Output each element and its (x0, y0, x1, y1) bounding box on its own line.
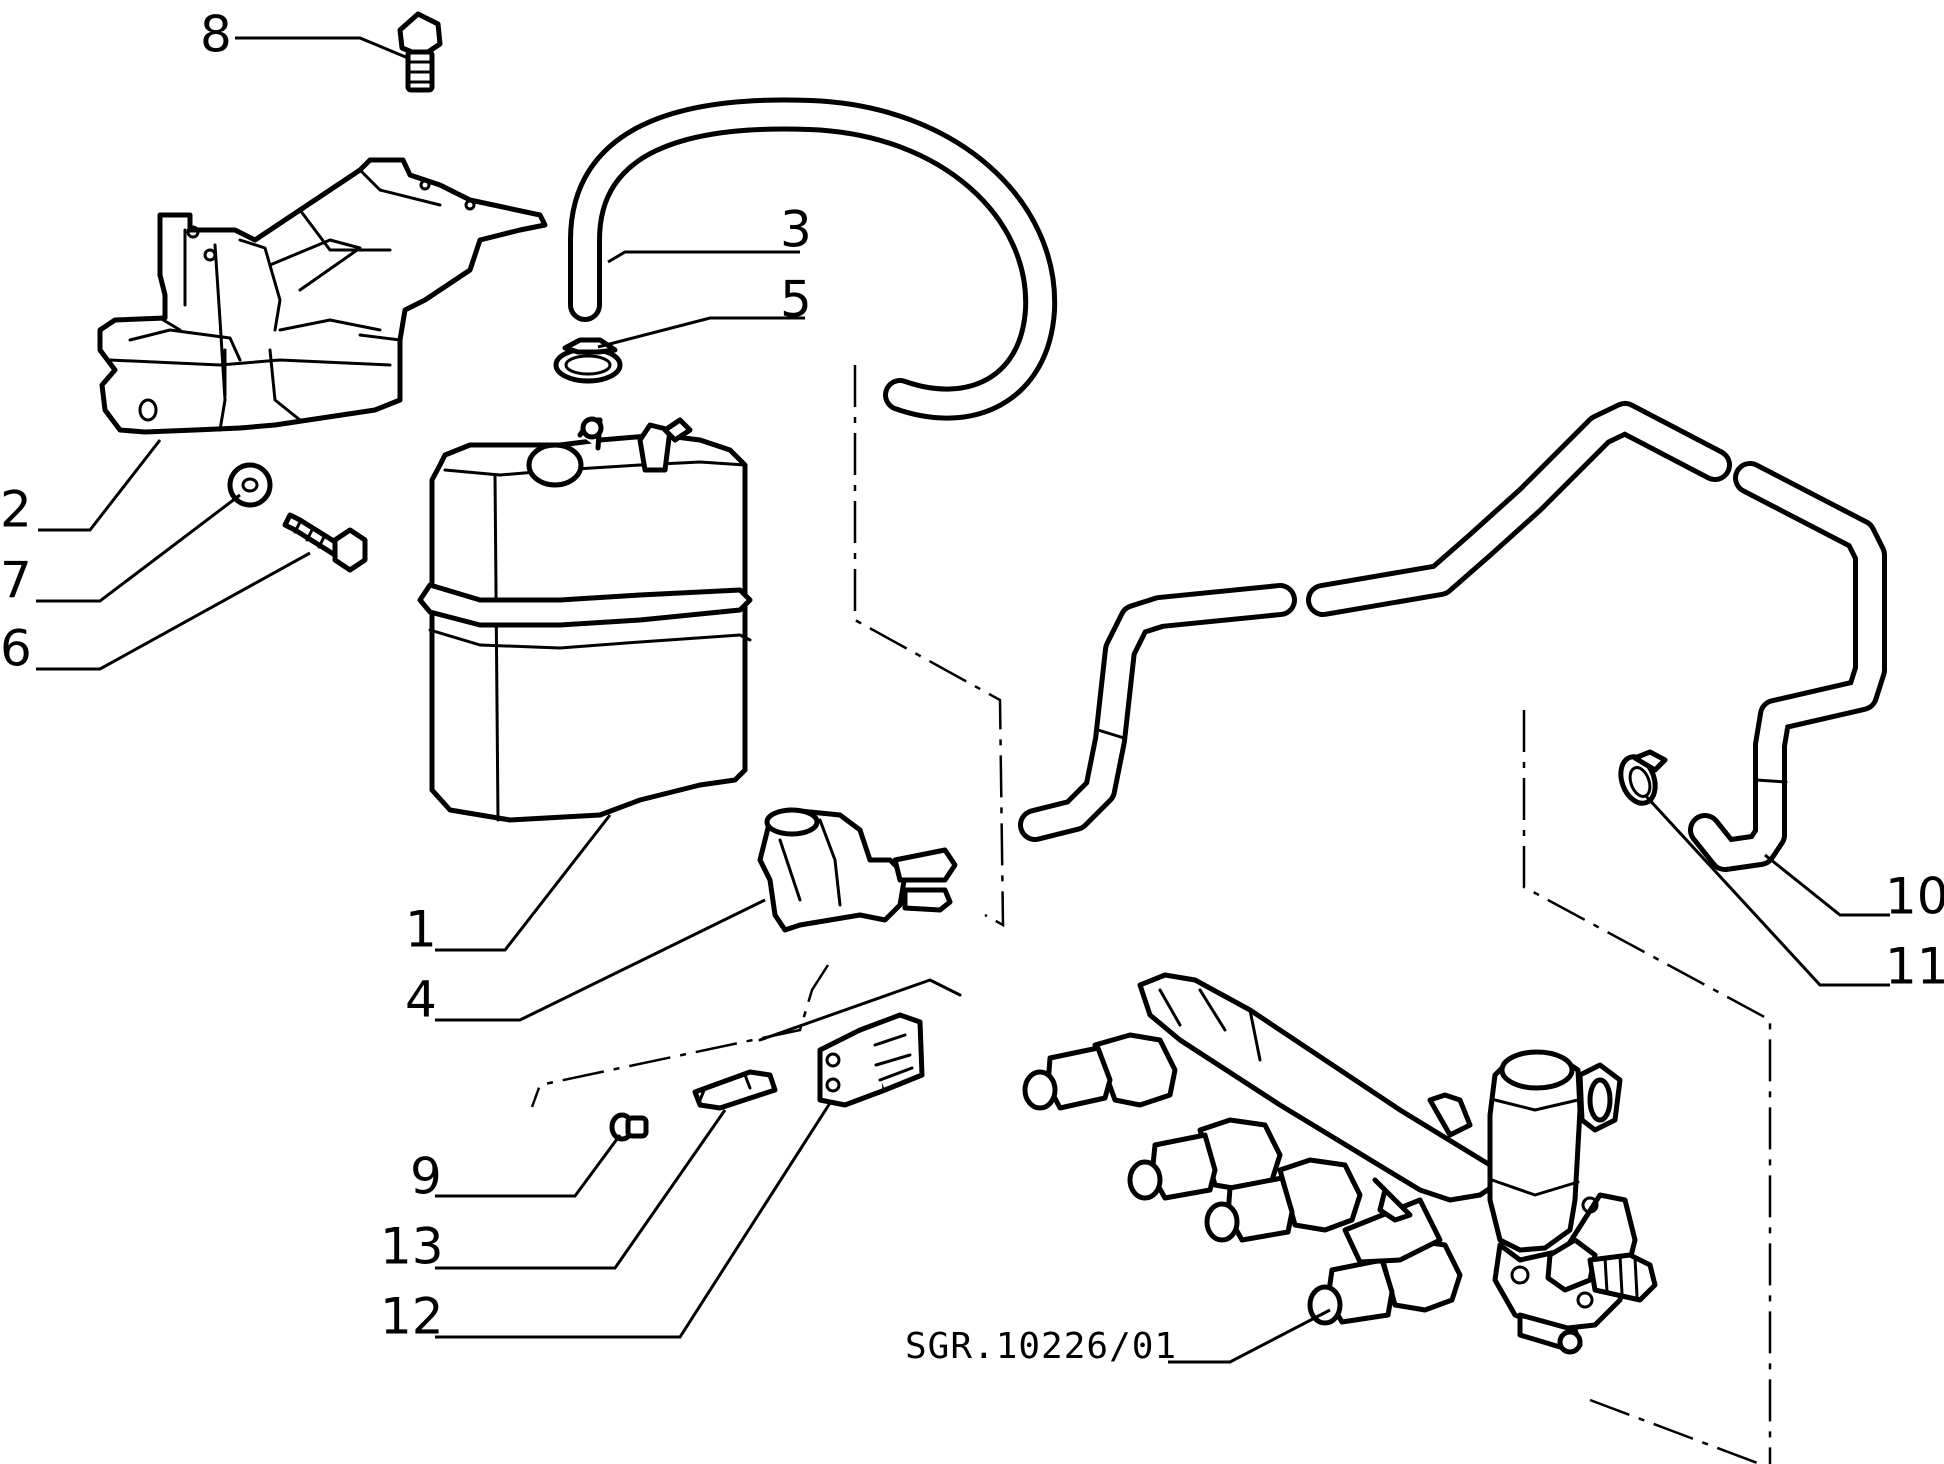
clamp-part-5 (553, 337, 623, 384)
callout-8: 8 (200, 6, 232, 64)
callout-12: 12 (380, 1288, 444, 1346)
connector-guide-line (758, 978, 962, 1042)
hose-part-10 (1018, 401, 1887, 872)
hose-part-3 (568, 97, 1058, 421)
callout-11: 11 (1885, 938, 1944, 996)
callout-9: 9 (410, 1148, 442, 1206)
leader-lines (36, 36, 1890, 1364)
terminal-part-13 (692, 1069, 778, 1111)
canister-part-1 (417, 416, 753, 823)
assembly-lines (530, 365, 1772, 1464)
valve-part-4 (757, 807, 958, 933)
callout-4: 4 (405, 971, 437, 1029)
callout-10: 10 (1885, 868, 1944, 926)
callout-2: 2 (0, 481, 32, 539)
fuel-rail-assembly (1022, 972, 1658, 1355)
callout-1: 1 (405, 901, 437, 959)
callout-5: 5 (780, 271, 812, 329)
callout-13: 13 (380, 1218, 444, 1276)
fitting-part-9 (609, 1112, 649, 1142)
clamp-part-11 (1618, 749, 1668, 806)
callout-6: 6 (0, 620, 32, 678)
callout-7: 7 (0, 552, 32, 610)
connector-part-12 (817, 1012, 925, 1108)
bolt-part-6 (282, 512, 368, 573)
callout-3: 3 (780, 201, 812, 259)
bolt-part-8 (397, 11, 443, 93)
bracket-part-2 (97, 157, 548, 435)
reference-code: SGR.10226/01 (905, 1326, 1177, 1367)
